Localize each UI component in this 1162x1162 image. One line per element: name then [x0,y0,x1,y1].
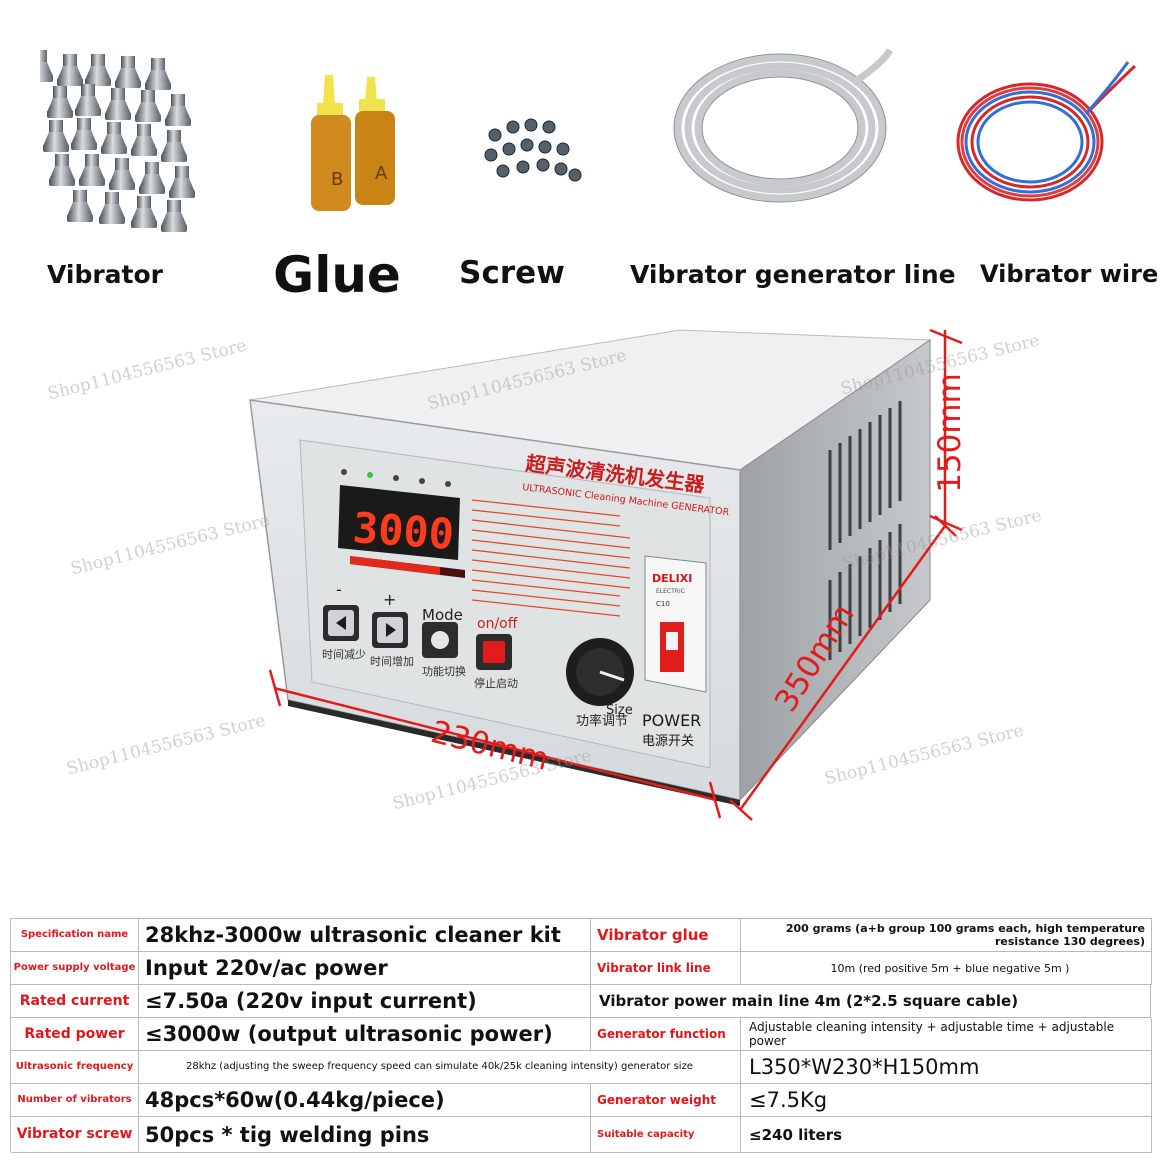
red-blue-wire-image [956,61,1137,202]
table-row: Rated power ≤3000w (output ultrasonic po… [11,1018,1152,1051]
power-cn: 电源开关 [642,734,694,749]
spec-value: 200 grams (a+b group 100 grams each, hig… [741,919,1152,952]
table-row: Vibrator screw 50pcs * tig welding pins … [11,1117,1152,1153]
table-row: Ultrasonic frequency 28khz (adjusting th… [11,1051,1152,1084]
transducer-stack-image [40,50,195,232]
btn-label-3: 功能切换 [422,664,466,678]
spec-table: Specification name 28khz-3000w ultrasoni… [10,918,1152,1153]
spec-key: Specification name [11,919,139,952]
spec-value: 48pcs*60w(0.44kg/piece) [139,1084,591,1117]
ultrasonic-generator-image: 3000 超声波清洗机发生器 ULTRASONIC Cleaning Machi… [249,329,932,806]
table-row: Number of vibrators 48pcs*60w(0.44kg/pie… [11,1084,1152,1117]
accessory-label-vibrator: Vibrator [46,260,164,289]
spec-key: Generator function [591,1018,741,1051]
spec-value: ≤3000w (output ultrasonic power) [139,1018,591,1051]
onoff-label: on/off [477,616,518,632]
knob-label-en: Size [606,703,633,718]
glue-letter-b: B [331,169,343,190]
accessory-label-generator-line: Vibrator generator line [630,260,956,289]
btn-label-1: 时间减少 [322,648,366,661]
glue-bottles-image: B A [311,75,395,211]
spec-value: Vibrator power main line 4m (2*2.5 squar… [591,985,1151,1018]
spec-key: Power supply voltage [11,952,139,985]
cable-coil-image [673,48,893,203]
accessory-label-glue: Glue [273,246,401,304]
plus-label: + [383,590,396,609]
spec-value: ≤7.50a (220v input current) [139,985,591,1018]
spec-value: 28khz-3000w ultrasonic cleaner kit [139,919,591,952]
spec-value: 50pcs * tig welding pins [139,1117,591,1153]
spec-value: Input 220v/ac power [139,952,591,985]
spec-key: Vibrator link line [591,952,741,985]
breaker-sub: ELECTRIC [656,588,685,595]
height-dimension-label: 150mm [931,373,968,493]
minus-label: - [336,580,342,599]
accessory-label-vibrator-wire: Vibrator wire [980,260,1159,288]
knob-label-cn: 功率调节 [576,713,628,729]
breaker-rating: C10 [656,600,670,608]
screws-image [484,118,582,182]
spec-value: L350*W230*H150mm [741,1051,1152,1084]
accessory-label-screw: Screw [459,255,565,291]
spec-key: Rated current [11,985,139,1018]
spec-value: ≤7.5Kg [741,1084,1152,1117]
spec-value: 10m (red positive 5m + blue negative 5m … [741,952,1152,985]
btn-label-2: 时间增加 [370,654,414,668]
spec-key: Number of vibrators [11,1084,139,1117]
spec-key: Vibrator glue [591,919,741,952]
glue-letter-a: A [375,163,388,184]
spec-key: Vibrator screw [11,1117,139,1153]
spec-value: ≤240 liters [741,1117,1152,1153]
display-value: 3000 [351,503,455,559]
dimension-lines [268,328,963,821]
breaker-brand: DELIXI [652,572,692,585]
spec-value: Adjustable cleaning intensity + adjustab… [741,1018,1152,1051]
spec-key: Suitable capacity [591,1117,741,1153]
spec-value: 28khz (adjusting the sweep frequency spe… [139,1051,741,1084]
table-row: Rated current ≤7.50a (220v input current… [11,985,1152,1018]
table-row: Power supply voltage Input 220v/ac power… [11,952,1152,985]
mode-label: Mode [422,606,463,624]
btn-label-4: 停止启动 [474,676,518,690]
table-row: Specification name 28khz-3000w ultrasoni… [11,919,1152,952]
power-label: POWER [642,711,701,730]
spec-key: Generator weight [591,1084,741,1117]
spec-key: Ultrasonic frequency [11,1051,139,1084]
spec-key: Rated power [11,1018,139,1051]
